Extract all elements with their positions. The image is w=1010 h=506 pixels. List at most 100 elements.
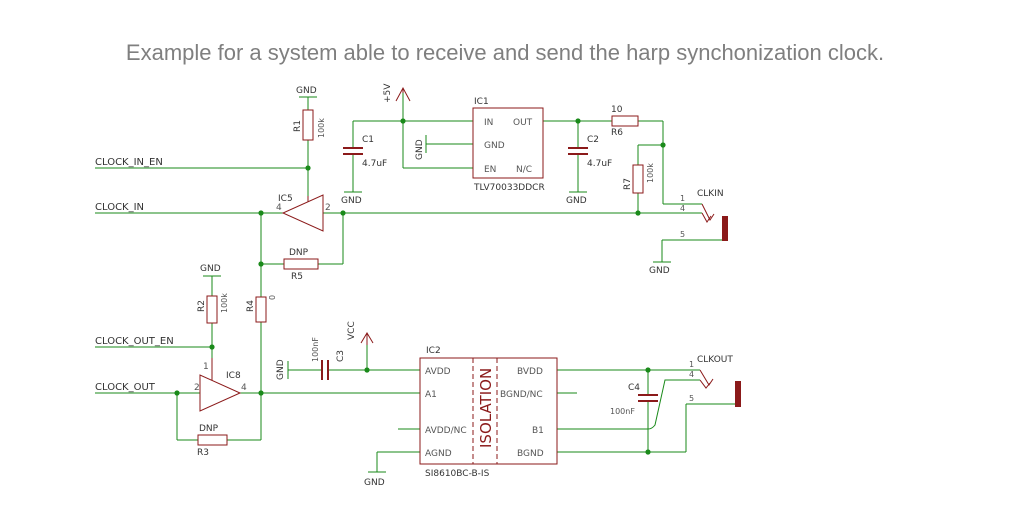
svg-text:GND: GND bbox=[415, 139, 425, 160]
svg-text:DNP: DNP bbox=[289, 248, 309, 258]
svg-text:R1: R1 bbox=[293, 120, 303, 132]
connector-clkin: CLKIN 1 4 5 bbox=[680, 189, 728, 241]
svg-text:100k: 100k bbox=[317, 118, 326, 138]
svg-text:+5V: +5V bbox=[383, 83, 393, 103]
junction bbox=[340, 210, 346, 216]
junction bbox=[258, 210, 264, 216]
diagram-title: Example for a system able to receive and… bbox=[125, 40, 885, 65]
svg-text:1: 1 bbox=[689, 360, 694, 369]
svg-text:EN: EN bbox=[484, 165, 496, 175]
svg-text:GND: GND bbox=[364, 478, 385, 488]
junction bbox=[660, 142, 666, 148]
svg-text:4: 4 bbox=[689, 370, 694, 379]
junction bbox=[305, 165, 311, 171]
junction bbox=[209, 344, 215, 350]
capacitor-c4: C4 100nF bbox=[610, 383, 658, 416]
svg-text:100nF: 100nF bbox=[610, 407, 635, 416]
svg-text:4: 4 bbox=[276, 203, 282, 213]
gnd-symbol-ic2: GND bbox=[364, 471, 386, 488]
svg-text:SI8610BC-B-IS: SI8610BC-B-IS bbox=[425, 469, 490, 479]
junction bbox=[258, 390, 264, 396]
svg-text:GND: GND bbox=[341, 196, 362, 206]
svg-text:100k: 100k bbox=[646, 163, 655, 183]
svg-text:CLKOUT: CLKOUT bbox=[697, 355, 733, 365]
svg-text:AVDD/NC: AVDD/NC bbox=[425, 426, 467, 436]
junction bbox=[258, 261, 264, 267]
net-label-clock-in: CLOCK_IN bbox=[95, 202, 144, 213]
svg-text:BVDD: BVDD bbox=[517, 367, 543, 377]
svg-text:A1: A1 bbox=[425, 390, 437, 400]
svg-text:2: 2 bbox=[325, 203, 331, 213]
svg-text:IC2: IC2 bbox=[426, 346, 441, 356]
svg-text:4.7uF: 4.7uF bbox=[362, 159, 387, 169]
svg-text:0: 0 bbox=[268, 295, 277, 300]
svg-text:GND: GND bbox=[296, 86, 317, 96]
svg-text:1: 1 bbox=[680, 194, 685, 203]
svg-text:OUT: OUT bbox=[513, 118, 533, 128]
svg-text:TLV70033DDCR: TLV70033DDCR bbox=[473, 183, 545, 193]
junction bbox=[645, 449, 651, 455]
junction bbox=[174, 390, 180, 396]
connector-clkout: CLKOUT 1 4 5 bbox=[689, 355, 741, 407]
junction bbox=[575, 118, 581, 124]
svg-text:IC5: IC5 bbox=[278, 194, 293, 204]
resistor-r6: 10 R6 bbox=[611, 105, 639, 138]
svg-text:IC1: IC1 bbox=[474, 97, 489, 107]
svg-text:DNP: DNP bbox=[199, 424, 219, 434]
svg-text:GND: GND bbox=[649, 266, 670, 276]
svg-text:IC8: IC8 bbox=[226, 371, 241, 381]
junction bbox=[364, 367, 370, 373]
junction bbox=[635, 210, 641, 216]
capacitor-c3: C3 100nF bbox=[311, 337, 346, 380]
svg-text:AGND: AGND bbox=[425, 449, 452, 459]
buffer-ic5: IC5 4 2 bbox=[276, 194, 331, 232]
svg-text:CLKIN: CLKIN bbox=[697, 189, 724, 199]
svg-text:4: 4 bbox=[680, 204, 685, 213]
svg-text:100nF: 100nF bbox=[311, 337, 320, 362]
svg-text:C1: C1 bbox=[362, 135, 374, 145]
svg-text:R7: R7 bbox=[623, 178, 633, 190]
gnd-symbol-r2: GND bbox=[200, 264, 221, 277]
svg-text:B1: B1 bbox=[532, 426, 544, 436]
gnd-symbol-r1: GND bbox=[296, 86, 317, 98]
ic1-regulator: IC1 IN OUT GND EN N/C TLV70033DDCR bbox=[472, 97, 545, 193]
svg-text:1: 1 bbox=[203, 362, 209, 372]
svg-text:ISOLATION: ISOLATION bbox=[477, 368, 495, 448]
svg-text:AVDD: AVDD bbox=[425, 367, 451, 377]
svg-text:R3: R3 bbox=[197, 448, 209, 458]
svg-text:BGND/NC: BGND/NC bbox=[500, 390, 543, 400]
svg-text:100k: 100k bbox=[220, 293, 229, 313]
svg-text:10: 10 bbox=[611, 105, 623, 115]
svg-text:C3: C3 bbox=[336, 350, 346, 362]
junction bbox=[400, 118, 406, 124]
svg-text:R6: R6 bbox=[611, 128, 623, 138]
svg-text:GND: GND bbox=[276, 359, 286, 380]
junctions bbox=[174, 118, 666, 455]
gnd-symbol-clkin: GND bbox=[649, 261, 671, 276]
supply-5v: +5V bbox=[383, 83, 411, 103]
svg-text:R2: R2 bbox=[197, 300, 207, 312]
svg-text:VCC: VCC bbox=[347, 321, 357, 340]
gnd-symbol-c2: GND bbox=[566, 191, 587, 206]
resistor-r2: R2 100k bbox=[197, 293, 229, 324]
net-label-clock-in-en: CLOCK_IN_EN bbox=[95, 157, 163, 168]
svg-text:C4: C4 bbox=[628, 383, 640, 393]
gnd-symbol-c1: GND bbox=[341, 191, 362, 206]
svg-text:2: 2 bbox=[194, 383, 200, 393]
svg-text:IN: IN bbox=[484, 118, 493, 128]
svg-text:4.7uF: 4.7uF bbox=[587, 159, 612, 169]
svg-text:4: 4 bbox=[241, 383, 247, 393]
resistor-r1: R1 100k bbox=[293, 109, 326, 141]
svg-text:C2: C2 bbox=[587, 135, 599, 145]
svg-text:GND: GND bbox=[484, 141, 505, 151]
resistor-r4: R4 0 bbox=[246, 295, 277, 323]
buffer-ic8: IC8 1 2 4 bbox=[194, 358, 247, 412]
gnd-symbol-c3: GND bbox=[276, 359, 289, 380]
svg-text:BGND: BGND bbox=[517, 449, 544, 459]
supply-vcc: VCC bbox=[347, 321, 374, 345]
svg-text:GND: GND bbox=[200, 264, 221, 274]
wires bbox=[95, 93, 738, 472]
svg-text:5: 5 bbox=[680, 230, 685, 239]
resistor-r7: R7 100k bbox=[623, 163, 655, 194]
